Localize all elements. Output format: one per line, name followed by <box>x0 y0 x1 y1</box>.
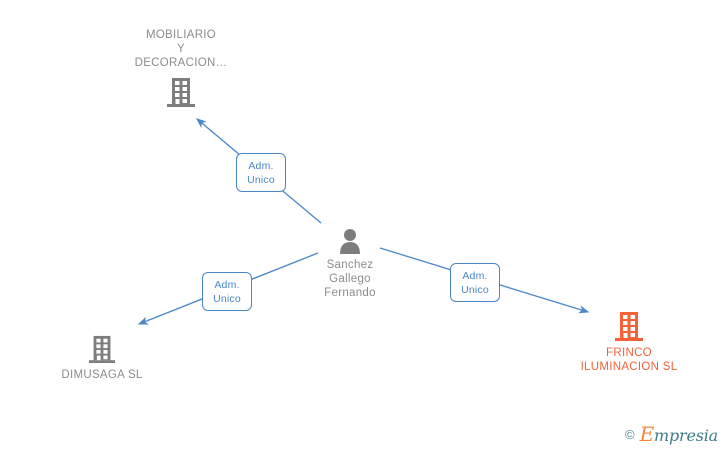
company-building-icon <box>88 335 116 363</box>
node-mobiliario[interactable]: MOBILIARIO Y DECORACION… <box>96 28 266 108</box>
node-frinco-label: FRINCO ILUMINACION SL <box>580 347 678 373</box>
node-person[interactable]: Sanchez Gallego Fernando <box>265 228 435 300</box>
node-dimusaga-label: DIMUSAGA SL <box>61 369 143 381</box>
relation-label-frinco[interactable]: Adm. Unico <box>450 263 500 302</box>
brand-rest: mpresia <box>654 426 718 445</box>
node-dimusaga[interactable]: DIMUSAGA SL <box>17 334 187 382</box>
company-building-icon <box>615 312 643 341</box>
relation-label-mobiliario[interactable]: Adm. Unico <box>236 153 286 192</box>
watermark: © Empresia <box>625 424 718 444</box>
brand-name: Empresia <box>639 422 719 446</box>
copyright-symbol: © <box>625 426 635 442</box>
company-building-icon <box>167 78 195 107</box>
relation-label-dimusaga[interactable]: Adm. Unico <box>202 272 252 311</box>
node-frinco[interactable]: FRINCO ILUMINACION SL <box>544 310 714 374</box>
brand-initial: E <box>639 422 655 446</box>
node-mobiliario-label: MOBILIARIO Y DECORACION… <box>134 29 228 69</box>
node-person-label: Sanchez Gallego Fernando <box>324 259 376 299</box>
person-icon <box>340 229 360 254</box>
